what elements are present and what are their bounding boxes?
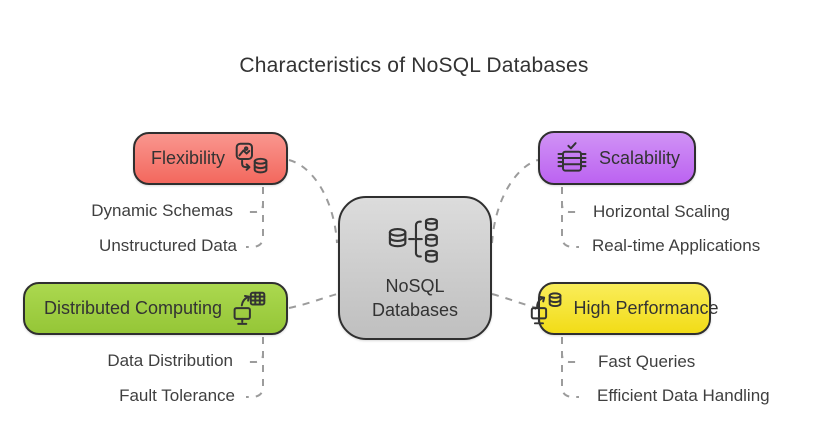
leaf-horizontal-scaling: Horizontal Scaling [593, 202, 731, 221]
node-label: High Performance [573, 298, 719, 318]
connector-distributed-child1 [243, 337, 264, 363]
connector-distributed-child2 [246, 337, 264, 398]
leaf-dynamic-schemas: Dynamic Schemas [91, 201, 233, 220]
node-nosql-databases: NoSQL Databases [338, 196, 492, 340]
database-cluster-icon [384, 214, 446, 270]
node-label: Scalability [598, 147, 681, 168]
connector-scalability-child2 [561, 187, 579, 248]
connector-center-scalability [491, 159, 539, 244]
connector-highperf-child1 [561, 337, 582, 363]
center-label-line2: Databases [371, 300, 459, 320]
computer-to-table-icon [231, 290, 267, 328]
connector-flexibility-child2 [246, 187, 264, 248]
leaf-real-time-applications: Real-time Applications [592, 236, 761, 255]
connector-scalability-child1 [561, 187, 582, 213]
node-label: Flexibility [150, 148, 225, 168]
connector-flexibility-child1 [243, 187, 264, 213]
leaf-efficient-data-handling: Efficient Data Handling [597, 386, 770, 405]
node-scalability: Scalability [538, 131, 696, 185]
computer-database-sync-icon [530, 290, 564, 328]
node-label: Distributed Computing [43, 298, 223, 318]
diagram-title: Characteristics of NoSQL Databases [239, 54, 589, 77]
image-to-database-icon [234, 141, 270, 177]
leaf-fault-tolerance: Fault Tolerance [119, 386, 235, 405]
center-node-label: NoSQL Databases [372, 274, 458, 322]
connector-highperf-child2 [561, 337, 579, 398]
leaf-unstructured-data: Unstructured Data [99, 236, 237, 255]
leaf-fast-queries: Fast Queries [598, 352, 696, 371]
leaf-data-distribution: Data Distribution [107, 351, 233, 370]
connector-distributed-center [288, 293, 338, 309]
center-label-line1: NoSQL [385, 276, 445, 296]
server-cluster-check-icon [554, 140, 590, 176]
node-high-performance: High Performance [531, 282, 719, 335]
node-flexibility: Flexibility [133, 132, 288, 185]
connector-flexibility-center [288, 159, 338, 244]
node-distributed-computing: Distributed Computing [23, 282, 288, 335]
